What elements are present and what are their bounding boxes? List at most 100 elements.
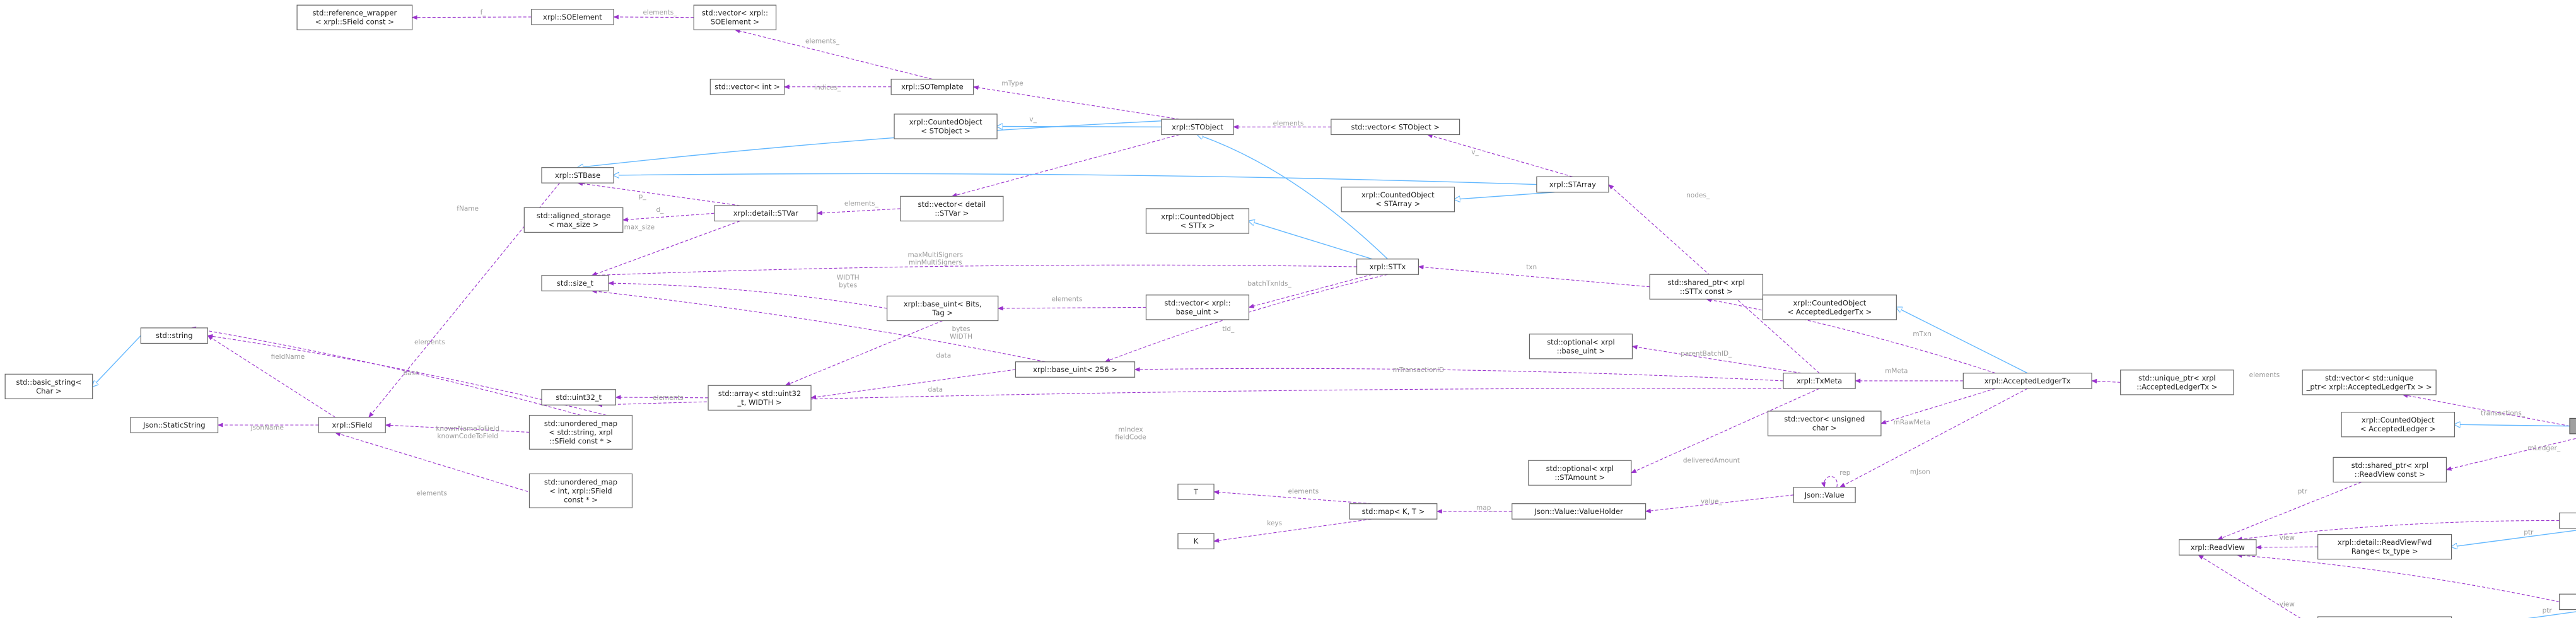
- class-node-ValueHolder[interactable]: Json::Value::ValueHolder: [1512, 503, 1646, 520]
- class-node-box: [714, 205, 818, 222]
- class-node-box: [1349, 503, 1438, 520]
- edge-label-e24: data: [928, 386, 943, 394]
- class-node-uniqueALTx[interactable]: std::unique_ptr< xrpl::AcceptedLedgerTx …: [2120, 370, 2234, 395]
- usage-edge-e2: [613, 15, 694, 20]
- edge-label-line: knownCodeToField: [437, 433, 498, 440]
- class-node-STVar[interactable]: xrpl::detail::STVar: [714, 205, 818, 222]
- edge-label-line: rep: [1839, 469, 1851, 477]
- edge-label-line: bytes: [839, 281, 857, 289]
- edge-label-line: max_size: [624, 223, 655, 231]
- class-node-box: [890, 78, 974, 95]
- usage-edge-e1: [411, 15, 532, 20]
- edge-label-e1: f_: [481, 9, 487, 16]
- class-node-txsType[interactable]: xrpl::ReadView::txs_type: [2559, 512, 2576, 529]
- class-node-SOElement[interactable]: xrpl::SOElement: [531, 9, 614, 25]
- class-node-sharedReadView[interactable]: std::shared_ptr< xrpl::ReadView const >: [2333, 457, 2447, 483]
- usage-edge-e42: [1213, 489, 1372, 504]
- class-node-label: < int, xrpl::SField: [549, 486, 612, 495]
- class-node-T[interactable]: T: [1177, 484, 1215, 500]
- class-node-label: < STTx >: [1180, 221, 1215, 230]
- class-node-stdString[interactable]: std::string: [140, 327, 208, 344]
- class-node-label: xrpl::CountedObject: [1793, 298, 1867, 307]
- class-node-box: [894, 114, 998, 139]
- class-node-optSTAmount[interactable]: std::optional< xrpl::STAmount >: [1528, 460, 1632, 486]
- class-node-vecUnsignedChar[interactable]: std::vector< unsigned char >: [1768, 411, 1882, 436]
- class-node-box: [1356, 259, 1419, 275]
- class-node-arrayUint32[interactable]: std::array< std::uint32_t, WIDTH >: [708, 385, 812, 411]
- class-node-CountedSTArray[interactable]: xrpl::CountedObject< STArray >: [1341, 187, 1455, 213]
- edge-label-e42: elements: [1288, 487, 1319, 495]
- class-node-baseUint256[interactable]: xrpl::base_uint< 256 >: [1015, 361, 1136, 378]
- class-node-umapString[interactable]: std::unordered_map< std::string, xrpl::S…: [528, 414, 633, 450]
- class-node-uint32[interactable]: std::uint32_t: [541, 389, 616, 405]
- edge-label-e32: transactions_: [2481, 410, 2526, 417]
- class-node-ReadView[interactable]: xrpl::ReadView: [2179, 539, 2257, 556]
- edge-label-e36: elements: [414, 339, 445, 346]
- edge-label-e11: p_: [639, 193, 647, 201]
- class-node-baseUintBits[interactable]: xrpl::base_uint< Bits, Tag >: [887, 295, 999, 322]
- class-node-optBaseUint[interactable]: std::optional< xrpl::base_uint >: [1529, 334, 1633, 359]
- class-node-basicString[interactable]: std::basic_string<Char >: [4, 373, 93, 400]
- class-node-CountedSTObject[interactable]: xrpl::CountedObject< STObject >: [894, 114, 998, 139]
- class-node-K[interactable]: K: [1177, 533, 1215, 550]
- class-node-vecSOElement[interactable]: std::vector< xrpl::SOElement >: [693, 4, 777, 30]
- class-node-stdMap[interactable]: std::map< K, T >: [1349, 503, 1438, 520]
- class-node-stdRefWrapper[interactable]: std::reference_wrapper< xrpl::SField con…: [296, 4, 413, 30]
- class-node-slesType[interactable]: xrpl::ReadView::sles_type: [2559, 593, 2576, 610]
- class-node-CountedALTx[interactable]: xrpl::CountedObject< AcceptedLedgerTx >: [1762, 294, 1897, 320]
- class-node-box: [528, 473, 633, 508]
- class-node-umapInt[interactable]: std::unordered_map< int, xrpl::SField co…: [528, 473, 633, 508]
- edge-label-e6: elements_: [1273, 120, 1308, 127]
- class-node-TxMeta[interactable]: xrpl::TxMeta: [1783, 373, 1856, 389]
- class-node-AcceptedLedger[interactable]: xrpl::AcceptedLedger: [2569, 417, 2576, 434]
- usage-edge-e25: [615, 395, 709, 400]
- class-node-CountedSTTx[interactable]: xrpl::CountedObject< STTx >: [1145, 208, 1250, 234]
- class-node-STTx[interactable]: xrpl::STTx: [1356, 259, 1419, 275]
- class-node-box: [531, 9, 614, 25]
- class-node-JsonStaticString[interactable]: Json::StaticString: [130, 417, 219, 433]
- class-node-box: [296, 4, 413, 30]
- usage-edge-e37: [334, 432, 581, 508]
- class-node-label: xrpl::CountedObject: [2362, 416, 2435, 424]
- class-node-box: [1768, 411, 1882, 436]
- edge-label-line: elements: [414, 339, 445, 346]
- class-node-SOTemplate[interactable]: xrpl::SOTemplate: [890, 78, 974, 95]
- class-node-sharedSTTx[interactable]: std::shared_ptr< xrpl::STTx const >: [1649, 274, 1764, 300]
- class-node-box: [693, 4, 777, 30]
- class-node-label: xrpl::TxMeta: [1797, 376, 1842, 385]
- class-node-vecSTObject[interactable]: std::vector< STObject >: [1331, 119, 1460, 136]
- class-node-alignedStorage[interactable]: std::aligned_storage< max_size >: [523, 207, 624, 233]
- class-node-box: [2317, 616, 2452, 618]
- class-node-sizeT[interactable]: std::size_t: [541, 275, 609, 291]
- class-node-vecBaseUint[interactable]: std::vector< xrpl::base_uint >: [1145, 294, 1250, 320]
- class-node-box: [4, 373, 93, 400]
- class-node-label: std::optional< xrpl: [1547, 337, 1614, 346]
- class-node-STBase[interactable]: xrpl::STBase: [541, 167, 614, 184]
- class-node-label: std::unique_ptr< xrpl: [2138, 373, 2216, 382]
- class-node-STObject[interactable]: xrpl::STObject: [1161, 119, 1234, 136]
- usage-edge-e34: [207, 335, 336, 418]
- usage-edge-e29: [2091, 378, 2121, 383]
- class-node-label: std::vector< STObject >: [1351, 122, 1440, 131]
- class-node-STArray[interactable]: xrpl::STArray: [1536, 176, 1609, 193]
- class-node-JsonValue[interactable]: Json::Value: [1793, 487, 1856, 503]
- class-node-label: std::vector< std::unique: [2325, 373, 2413, 382]
- edge-label-e28: mMeta: [1885, 368, 1908, 375]
- class-node-label: xrpl::CountedObject: [1161, 212, 1234, 221]
- usage-edge-e27: [1631, 345, 1802, 374]
- class-node-label: std::uint32_t: [556, 393, 602, 402]
- inheritance-edge-b2: [578, 119, 1198, 168]
- class-node-vecUniqueALTx[interactable]: std::vector< std::unique_ptr< xrpl::Acce…: [2302, 370, 2437, 395]
- class-node-AcceptedLedgerTx[interactable]: xrpl::AcceptedLedgerTx: [1962, 373, 2092, 389]
- class-node-label: std::vector< int >: [714, 83, 780, 91]
- class-node-vecInt[interactable]: std::vector< int >: [709, 78, 785, 95]
- class-node-CountedAL[interactable]: xrpl::CountedObject< AcceptedLedger >: [2341, 412, 2456, 438]
- edge-label-line: parentBatchID_: [1681, 350, 1732, 358]
- class-node-vecSTVar[interactable]: std::vector< detail::STVar >: [900, 195, 1004, 222]
- edge-label-line: WIDTH: [950, 333, 972, 341]
- class-node-SField[interactable]: xrpl::SField: [318, 417, 386, 433]
